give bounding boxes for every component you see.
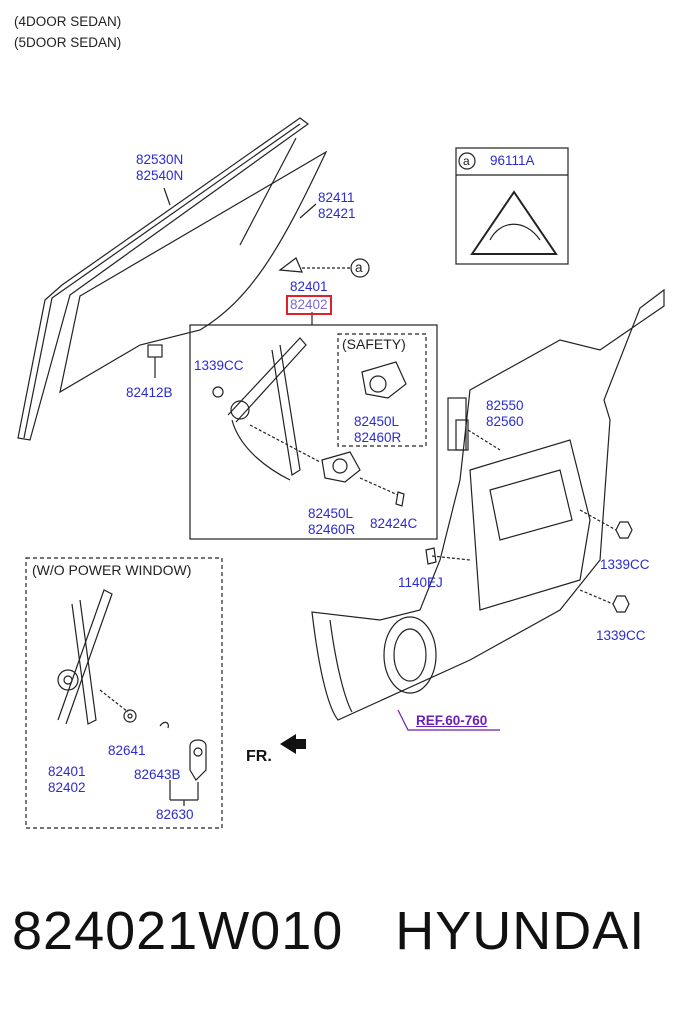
label-82401[interactable]: 82401 — [290, 279, 328, 294]
regulator-box — [189, 324, 438, 540]
label-82450l[interactable]: 82450L — [308, 506, 354, 521]
label-82540n[interactable]: 82540N — [136, 168, 184, 183]
label-82560[interactable]: 82560 — [486, 414, 524, 429]
label-82460r[interactable]: 82460R — [308, 522, 356, 537]
label-82641[interactable]: 82641 — [108, 743, 146, 758]
label-82550[interactable]: 82550 — [486, 398, 524, 413]
label-1339cc-main[interactable]: 1339CC — [194, 358, 244, 373]
manual-box-title: (W/O POWER WINDOW) — [32, 562, 192, 578]
callout-letter-a: a — [355, 260, 363, 275]
label-1339cc-upper[interactable]: 1339CC — [600, 557, 650, 572]
label-82424c[interactable]: 82424C — [370, 516, 418, 531]
window-handle — [189, 739, 207, 781]
callout-circle — [350, 258, 370, 278]
clip-82412b-shape — [147, 344, 163, 358]
front-arrow — [280, 734, 306, 754]
label-82460r-safety[interactable]: 82460R — [354, 430, 402, 445]
footer-brand: HYUNDAI — [395, 901, 646, 961]
label-box — [455, 147, 569, 265]
security-label-triangle — [470, 190, 558, 255]
label-1339cc-lower[interactable]: 1339CC — [596, 628, 646, 643]
label-82412b[interactable]: 82412B — [126, 385, 173, 400]
label-82401-manual[interactable]: 82401 — [48, 764, 86, 779]
label-82402-manual[interactable]: 82402 — [48, 780, 86, 795]
variant-5door: (5DOOR SEDAN) — [14, 35, 122, 50]
footer-part-number: 824021W010 — [12, 901, 344, 961]
label-82411[interactable]: 82411 — [318, 190, 355, 205]
label-82630[interactable]: 82630 — [156, 807, 194, 822]
label-box-callout-letter: a — [463, 154, 470, 168]
label-82421[interactable]: 82421 — [318, 206, 356, 221]
front-label: FR. — [246, 748, 272, 765]
variant-4door: (4DOOR SEDAN) — [14, 14, 122, 29]
safety-box — [337, 333, 427, 447]
ref-link-60-760[interactable]: REF.60-760 — [416, 713, 488, 728]
door-glass — [59, 150, 328, 394]
footer-part-line: 824021W010 HYUNDAI — [12, 900, 645, 962]
label-82643b[interactable]: 82643B — [134, 767, 181, 782]
label-96111a[interactable]: 96111A — [490, 153, 535, 168]
safety-title: (SAFETY) — [342, 336, 406, 352]
label-82450l-safety[interactable]: 82450L — [354, 414, 400, 429]
door-panel — [311, 288, 665, 721]
label-1140ej[interactable]: 1140EJ — [398, 575, 443, 590]
manual-regulator-box — [25, 557, 223, 829]
glass-run-channel — [17, 117, 310, 441]
label-82530n[interactable]: 82530N — [136, 152, 184, 167]
label-82402-highlighted[interactable]: 82402 — [286, 295, 332, 315]
